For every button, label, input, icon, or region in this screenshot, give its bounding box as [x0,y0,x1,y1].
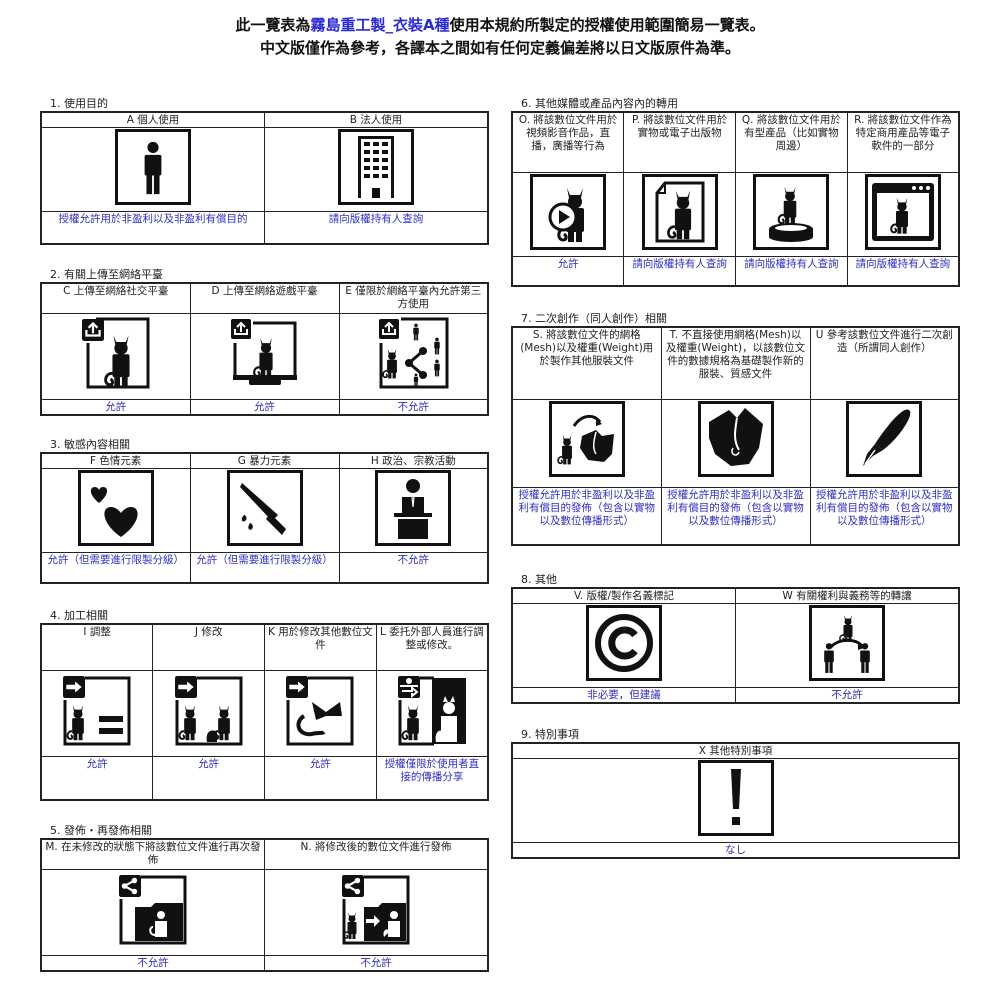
copyright-icon [586,605,662,681]
item-status-w: 不允許 [735,687,960,704]
header-line-1: 此一覽表為霧島重工製_衣裝A種使用本規約所製定的授權使用範圍簡易一覽表。 [235,16,765,34]
item-status-v: 非必要，但建議 [511,687,736,704]
item-status-x: なし [511,842,960,859]
share-third-party-icon [375,315,451,391]
figure-stand-icon [753,173,830,250]
item-label-m: M. 在未修改的狀態下將該數位文件進行再次發佈 [40,838,265,870]
item-label-s: S. 將該數位文件的網格(Mesh)以及權重(Weight)用於製作其他服裝文件 [511,326,662,400]
item-label-i: I 調整 [40,623,154,671]
modify-icon [171,672,247,748]
item-label-j: J 修改 [152,623,265,671]
section-online-upload: 2. 有關上傳至網絡平臺 C 上傳至網絡社交平臺 D 上傳至網絡遊戲平臺 E 僅… [40,268,489,416]
share-modified-folder-icon [338,871,414,947]
item-status-g: 允許（但需要進行限製分級） [189,552,340,583]
upload-game-icon [227,315,303,391]
item-label-r: R. 將該數位文件作為特定商用產品等電子軟件的一部分 [846,111,960,173]
item-status-k: 允許 [264,755,377,801]
item-status-n: 不允許 [264,954,489,971]
person-icon [115,129,191,205]
item-status-m: 不允許 [40,954,265,971]
item-label-p: P. 將該數位文件用於實物或電子出版物 [623,111,736,173]
header-line-2: 中文版僅作為參考，各譯本之間如有任何定義偏差將以日文版原件為準。 [259,39,740,57]
item-status-p: 請向版權持有人查詢 [623,255,736,287]
section-title: 2. 有關上傳至網絡平臺 [50,268,163,281]
exclamation-icon [697,760,774,836]
item-label-x: X 其他特別事項 [511,742,960,759]
item-label-e: E 僅限於網絡平臺內允許第三方使用 [338,282,489,314]
section-title: 6. 其他媒體或產品內容內的轉用 [521,97,678,110]
item-status-l: 授權僅限於使用者直接的傳播分享 [375,755,489,801]
item-status-j: 允許 [152,755,265,801]
software-window-icon [864,173,941,250]
item-status-u: 授權允許用於非盈利以及非盈利有償目的發佈（包含以實物以及數位傳播形式） [809,486,960,546]
section-title: 1. 使用目的 [50,97,108,110]
item-label-o: O. 將該數位文件用於視頻影音作品，直播，廣播等行為 [511,111,625,173]
share-folder-icon [115,871,191,947]
item-status-s: 授權允許用於非盈利以及非盈利有償目的發佈（包含以實物以及數位傳播形式） [511,486,662,546]
item-label-w: W 有關權利與義務等的轉讓 [735,587,960,604]
section-usage-purpose: 1. 使用目的 A 個人使用 B 法人使用 授權允許用於非盈利以及非盈利有償目的… [40,97,489,245]
transfer-rights-icon [809,605,885,681]
item-status-a: 授權允許用於非盈利以及非盈利有償目的 [40,211,265,244]
item-label-c: C 上傳至網絡社交平臺 [40,282,191,314]
use-parts-icon [282,672,358,748]
item-status-h: 不允許 [338,552,489,583]
item-label-h: H 政治、宗教活動 [338,452,489,469]
hearts-icon [77,470,154,546]
item-label-u: U 參考該數位文件進行二次創造（所謂同人創作） [809,326,960,400]
section-title: 8. 其他 [521,573,557,586]
item-status-f: 允許（但需要進行限製分級） [40,552,191,583]
item-label-g: G 暴力元素 [189,452,340,469]
item-label-n: N. 將修改後的數位文件進行發佈 [264,838,489,870]
section-media-reuse: 6. 其他媒體或產品內容內的轉用 O. 將該數位文件用於視頻影音作品，直播，廣播… [511,97,960,287]
product-name: 霧島重工製_衣裝A種 [310,16,450,34]
item-label-q: Q. 將該數位文件用於有型產品（比如實物周邊） [735,111,848,173]
item-status-c: 允許 [40,398,191,415]
section-title: 3. 敏感內容相關 [50,438,130,451]
item-status-b: 請向版權持有人查詢 [264,211,489,244]
item-label-f: F 色情元素 [40,452,191,469]
item-status-d: 允許 [189,398,340,415]
section-title: 4. 加工相關 [50,609,108,622]
item-status-t: 授權允許用於非盈利以及非盈利有償目的發佈（包含以實物以及數位傳播形式） [660,486,811,546]
item-label-k: K 用於修改其他數位文件 [264,623,377,671]
section-derivative-works: 7. 二次創作（同人創作）相關 S. 將該數位文件的網格(Mesh)以及權重(W… [511,312,960,546]
item-label-a: A 個人使用 [40,111,265,128]
item-label-t: T. 不直接使用網格(Mesh)以及權重(Weight)，以該數位文件的數據規格… [660,326,811,400]
item-status-i: 允許 [40,755,154,801]
section-title: 9. 特別事項 [521,728,579,741]
item-status-q: 請向版權持有人查詢 [735,255,848,287]
section-title: 5. 發佈・再發佈相關 [50,824,152,837]
outsource-icon [394,672,470,748]
pen-nib-icon [846,400,923,477]
podium-speaker-icon [375,470,452,546]
item-status-o: 允許 [511,255,625,287]
item-status-r: 請向版權持有人查詢 [846,255,960,287]
item-label-l: L 委托外部人員進行調整或修改。 [375,623,489,671]
building-icon [338,129,414,205]
item-label-d: D 上傳至網絡遊戲平臺 [189,282,340,314]
item-status-e: 不允許 [338,398,489,415]
section-redistribution: 5. 發佈・再發佈相關 M. 在未修改的狀態下將該數位文件進行再次發佈 N. 將… [40,824,489,972]
knife-icon [226,470,303,546]
section-other: 8. 其他 V. 版權/製作名義標記 W 有關權利與義務等的轉讓 非必要，但建議… [511,573,960,704]
item-label-v: V. 版權/製作名義標記 [511,587,736,604]
section-processing: 4. 加工相關 I 調整 J 修改 K 用於修改其他數位文件 L 委托外部人員進… [40,609,489,801]
video-play-icon [530,173,607,250]
clothing-icon [697,400,774,477]
item-label-b: B 法人使用 [264,111,489,128]
section-title: 7. 二次創作（同人創作）相關 [521,312,667,325]
section-special-notes: 9. 特別事項 X 其他特別事項 なし [511,728,960,859]
section-sensitive-content: 3. 敏感內容相關 F 色情元素 G 暴力元素 H 政治、宗教活動 允許（但需要… [40,438,489,584]
mesh-reuse-icon [548,400,625,477]
publication-icon [641,173,718,250]
adjust-equal-icon [59,672,135,748]
page-header: 此一覽表為霧島重工製_衣裝A種使用本規約所製定的授權使用範圍簡易一覽表。 中文版… [0,14,1000,60]
upload-social-icon [78,315,154,391]
